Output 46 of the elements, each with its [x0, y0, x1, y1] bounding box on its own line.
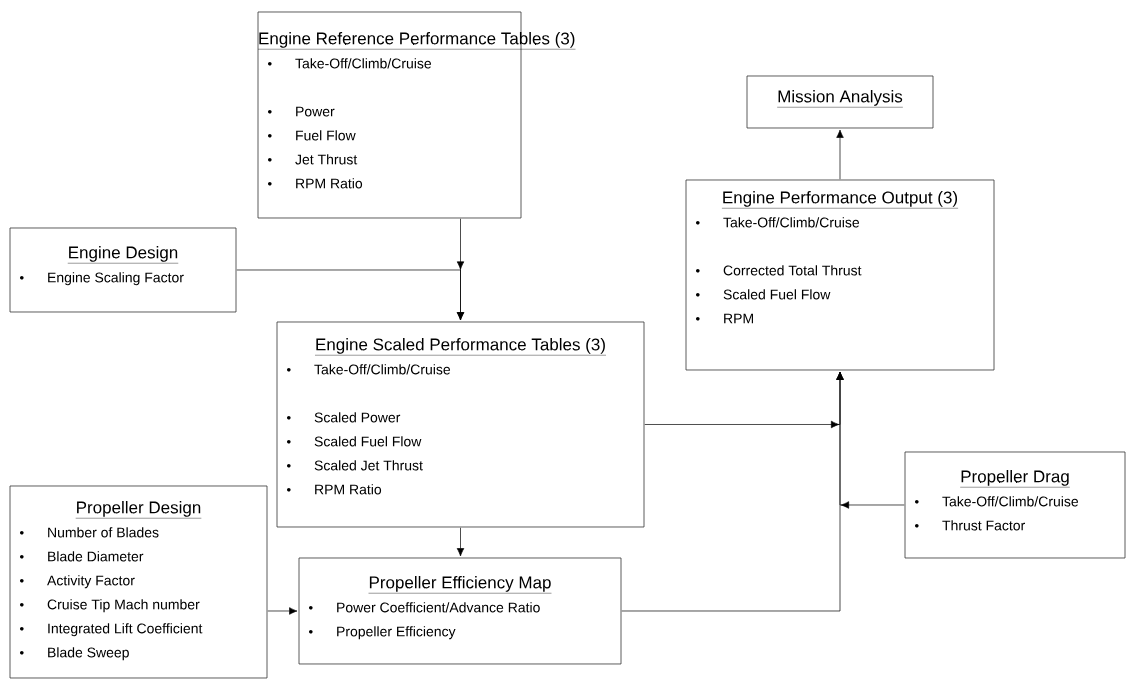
bullet-item: RPM Ratio [287, 484, 382, 495]
bullet-item: Corrected Total Thrust [696, 265, 862, 276]
arrow [236, 261, 465, 321]
bullet-item: Activity Factor [20, 575, 135, 589]
bullet-item: Engine Scaling Factor [20, 272, 184, 286]
box-heading: Engine Performance Output (3) [721, 191, 959, 209]
box-heading: Propeller Efficiency Map [368, 576, 552, 594]
bullet-item: RPM Ratio [268, 178, 363, 189]
arrow [456, 527, 465, 557]
bullet-item: Take-Off/Climb/Cruise [268, 58, 432, 69]
bullet-item: Scaled Jet Thrust [287, 460, 423, 471]
box-heading: Engine Design [67, 246, 179, 264]
process-box [904, 451, 1126, 559]
bullet-item: Power Coefficient/Advance Ratio [309, 602, 540, 613]
box-heading: Propeller Drag [960, 470, 1070, 488]
process-box [276, 321, 645, 528]
bullet-item: Blade Sweep [20, 647, 129, 661]
arrow [836, 129, 844, 180]
bullet-item: Take-Off/Climb/Cruise [915, 496, 1079, 507]
bullet-item: Cruise Tip Mach number [20, 599, 200, 613]
bullet-item: Scaled Fuel Flow [287, 436, 422, 447]
bullet-item: Propeller Efficiency [309, 626, 456, 640]
arrow [836, 371, 905, 509]
bullet-item: Power [268, 106, 335, 117]
box-heading: Mission Analysis [776, 90, 904, 108]
box-heading: Engine Scaled Performance Tables (3) [314, 338, 607, 356]
bullet-item: Jet Thrust [268, 154, 358, 165]
process-box [298, 557, 622, 665]
bullet-item: Scaled Fuel Flow [696, 289, 831, 300]
box-heading: Engine Reference Performance Tables (3) [257, 32, 576, 50]
process-box [685, 179, 995, 371]
arrow [267, 607, 298, 615]
process-box [746, 75, 934, 129]
bullet-item: Thrust Factor [915, 520, 1025, 531]
process-box [257, 11, 576, 219]
bullet-item: Take-Off/Climb/Cruise [696, 217, 860, 228]
bullet-item: Scaled Power [287, 412, 401, 423]
bullet-item: Take-Off/Climb/Cruise [287, 364, 451, 375]
box-heading: Propeller Design [75, 501, 202, 519]
bullet-item: RPM [696, 313, 753, 324]
bullet-item: Integrated Lift Coefficient [20, 623, 203, 637]
bullet-item: Blade Diameter [20, 551, 144, 562]
bullet-item: Number of Blades [20, 527, 159, 538]
process-box [9, 485, 268, 679]
bullet-item: Fuel Flow [268, 130, 356, 141]
process-box [9, 227, 237, 313]
